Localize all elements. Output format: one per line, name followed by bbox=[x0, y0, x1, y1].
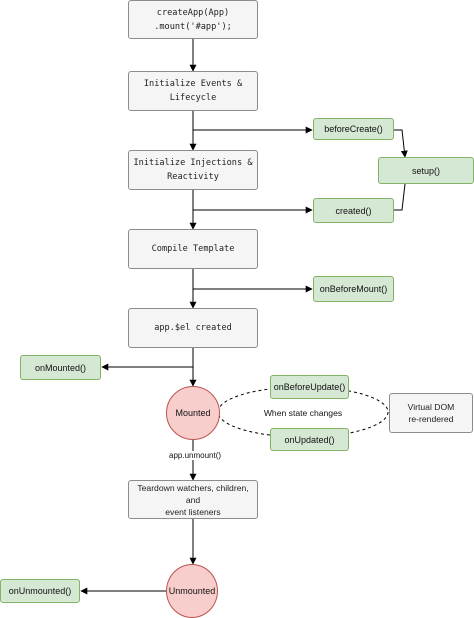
teardown-text: Teardown watchers, children, and event l… bbox=[137, 482, 249, 517]
created-text: created() bbox=[335, 205, 372, 216]
init-injections-text: Initialize Injections & Reactivity bbox=[133, 158, 253, 182]
compile-template-node: Compile Template bbox=[128, 229, 258, 269]
virtual-dom-node: Virtual DOM re-rendered bbox=[389, 393, 473, 433]
compile-template-text: Compile Template bbox=[151, 244, 235, 254]
created-hook: created() bbox=[313, 198, 394, 223]
on-before-update-hook: onBeforeUpdate() bbox=[270, 375, 349, 399]
on-unmounted-hook: onUnmounted() bbox=[0, 579, 80, 603]
el-created-node: app.$el created bbox=[128, 308, 258, 348]
before-create-text: beforeCreate() bbox=[324, 124, 383, 134]
when-state-changes-label: When state changes bbox=[258, 406, 348, 420]
setup-hook: setup() bbox=[378, 157, 474, 184]
setup-text: setup() bbox=[411, 165, 440, 176]
mounted-state: Mounted bbox=[166, 386, 220, 440]
on-unmounted-text: onUnmounted() bbox=[8, 586, 72, 596]
teardown-node: Teardown watchers, children, and event l… bbox=[128, 480, 258, 519]
app-unmount-text: app.unmount() bbox=[169, 451, 222, 460]
on-updated-text: onUpdated() bbox=[284, 434, 335, 445]
unmounted-state: Unmounted bbox=[166, 564, 218, 618]
create-app-text: createApp(App) .mount('#app'); bbox=[154, 7, 232, 32]
app-unmount-label: app.unmount() bbox=[167, 451, 224, 460]
el-created-text: app.$el created bbox=[154, 323, 232, 333]
on-updated-hook: onUpdated() bbox=[270, 428, 349, 451]
on-mounted-hook: onMounted() bbox=[20, 355, 101, 380]
edge-created-to-setup bbox=[394, 183, 406, 211]
on-mounted-text: onMounted() bbox=[34, 362, 87, 373]
on-before-update-text: onBeforeUpdate() bbox=[273, 382, 346, 392]
on-before-mount-text: onBeforeMount() bbox=[319, 284, 388, 294]
init-events-node: Initialize Events & Lifecycle bbox=[128, 71, 258, 111]
before-create-hook: beforeCreate() bbox=[313, 118, 394, 140]
virtual-dom-text: Virtual DOM re-rendered bbox=[407, 402, 455, 424]
init-injections-node: Initialize Injections & Reactivity bbox=[128, 150, 258, 190]
mounted-text: Mounted bbox=[175, 408, 211, 418]
on-before-mount-hook: onBeforeMount() bbox=[313, 276, 394, 302]
init-events-text: Initialize Events & Lifecycle bbox=[143, 79, 243, 103]
unmounted-text: Unmounted bbox=[168, 586, 216, 596]
edge-before-create-to-setup bbox=[394, 129, 408, 158]
when-state-changes-text: When state changes bbox=[263, 408, 343, 418]
create-app-node: createApp(App) .mount('#app'); bbox=[128, 0, 258, 39]
